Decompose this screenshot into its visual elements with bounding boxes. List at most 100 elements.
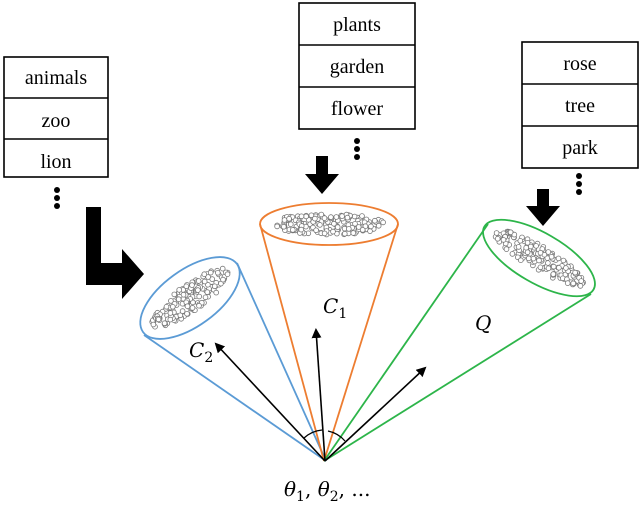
- point-dot: [494, 236, 501, 242]
- label-theta: θ1, θ2, ...: [284, 477, 370, 505]
- point-dot: [286, 215, 292, 222]
- angle-arc: [303, 429, 323, 439]
- point-dot: [308, 212, 315, 219]
- point-dot: [507, 229, 514, 236]
- point-dot: [515, 244, 522, 250]
- point-dot: [289, 227, 296, 233]
- label-c2: C2: [189, 338, 213, 366]
- point-dot: [318, 211, 325, 218]
- point-dot: [572, 269, 578, 276]
- point-dot: [201, 271, 208, 278]
- point-dot: [367, 228, 373, 234]
- point-dot: [524, 240, 531, 246]
- word-list-middle-box: [298, 2, 416, 130]
- point-dot: [205, 274, 211, 280]
- word-list-right-item: park: [562, 137, 598, 159]
- vector-c2-arrow: [214, 342, 326, 462]
- point-dot: [536, 257, 542, 264]
- point-dot: [556, 264, 562, 271]
- point-dot: [163, 303, 170, 310]
- point-dot: [352, 221, 358, 227]
- point-dot: [167, 310, 174, 316]
- word-list-left-item: lion: [40, 151, 71, 173]
- point-dot: [517, 238, 524, 244]
- point-dot: [189, 282, 195, 288]
- point-dot: [493, 230, 500, 236]
- point-cloud-middle: [274, 211, 386, 238]
- word-list-left-item: animals: [25, 67, 87, 89]
- word-list-left-item: zoo: [42, 110, 71, 132]
- point-dot: [509, 251, 516, 257]
- cone-right: [323, 218, 596, 462]
- arrow-down-icon: [305, 156, 339, 194]
- point-dot: [183, 283, 190, 290]
- point-dot: [517, 257, 524, 264]
- point-dot: [312, 215, 318, 222]
- point-dot: [525, 255, 532, 262]
- point-dot: [351, 213, 358, 220]
- point-dot: [321, 230, 328, 237]
- word-list-right-item: rose: [563, 53, 596, 75]
- point-dot: [274, 223, 280, 230]
- point-dot: [150, 321, 157, 328]
- point-dot: [175, 296, 182, 303]
- point-dot: [523, 244, 529, 251]
- point-dot: [298, 213, 305, 220]
- point-dot: [545, 265, 552, 272]
- point-dot: [205, 281, 211, 288]
- point-dot: [355, 224, 362, 230]
- point-dot: [281, 217, 288, 223]
- point-dot: [287, 221, 294, 228]
- point-dot: [334, 224, 341, 230]
- label-c1: C1: [323, 294, 347, 322]
- point-dot: [195, 287, 201, 293]
- ellipsis-vertical-icon: [54, 187, 60, 209]
- point-dot: [578, 278, 584, 284]
- point-dot: [196, 302, 202, 309]
- point-dot: [545, 260, 551, 266]
- cone-left: [139, 256, 327, 462]
- point-dot: [280, 224, 287, 230]
- point-dot: [155, 316, 162, 323]
- point-dot: [184, 310, 190, 317]
- point-dot: [168, 298, 174, 304]
- cone-middle: [259, 202, 399, 462]
- point-dot: [380, 219, 386, 226]
- point-dot: [362, 223, 369, 230]
- point-dot: [201, 278, 208, 285]
- point-dot: [176, 287, 183, 293]
- point-dot: [359, 227, 366, 233]
- point-dot: [341, 230, 348, 237]
- point-dot: [215, 269, 221, 276]
- word-list-middle: plants garden flower: [298, 2, 416, 160]
- cone-middle-edge: [323, 223, 399, 462]
- point-dot: [533, 243, 539, 249]
- vector-q-arrow: [324, 366, 427, 462]
- ellipsis-vertical-icon: [576, 173, 582, 195]
- point-dot: [170, 303, 176, 310]
- point-cloud-left: [149, 265, 231, 330]
- ellipsis-vertical-icon: [354, 138, 360, 160]
- point-dot: [563, 265, 569, 271]
- word-list-left-box: [3, 56, 109, 178]
- point-dot: [313, 227, 319, 234]
- point-dot: [524, 249, 531, 256]
- point-dot: [550, 263, 557, 270]
- point-dot: [184, 303, 191, 310]
- angle-arc: [327, 430, 346, 442]
- point-dot: [375, 223, 382, 229]
- cone-middle-edge: [259, 223, 325, 462]
- point-dot: [371, 217, 378, 224]
- point-dot: [220, 276, 226, 283]
- point-dot: [202, 294, 209, 301]
- point-dot: [359, 213, 365, 219]
- point-dot: [331, 220, 337, 227]
- point-dot: [213, 289, 220, 296]
- word-list-middle-item: garden: [330, 56, 384, 78]
- arrow-down-icon: [526, 189, 560, 226]
- point-dot: [207, 269, 214, 276]
- point-dot: [570, 280, 576, 287]
- point-dot: [177, 312, 184, 319]
